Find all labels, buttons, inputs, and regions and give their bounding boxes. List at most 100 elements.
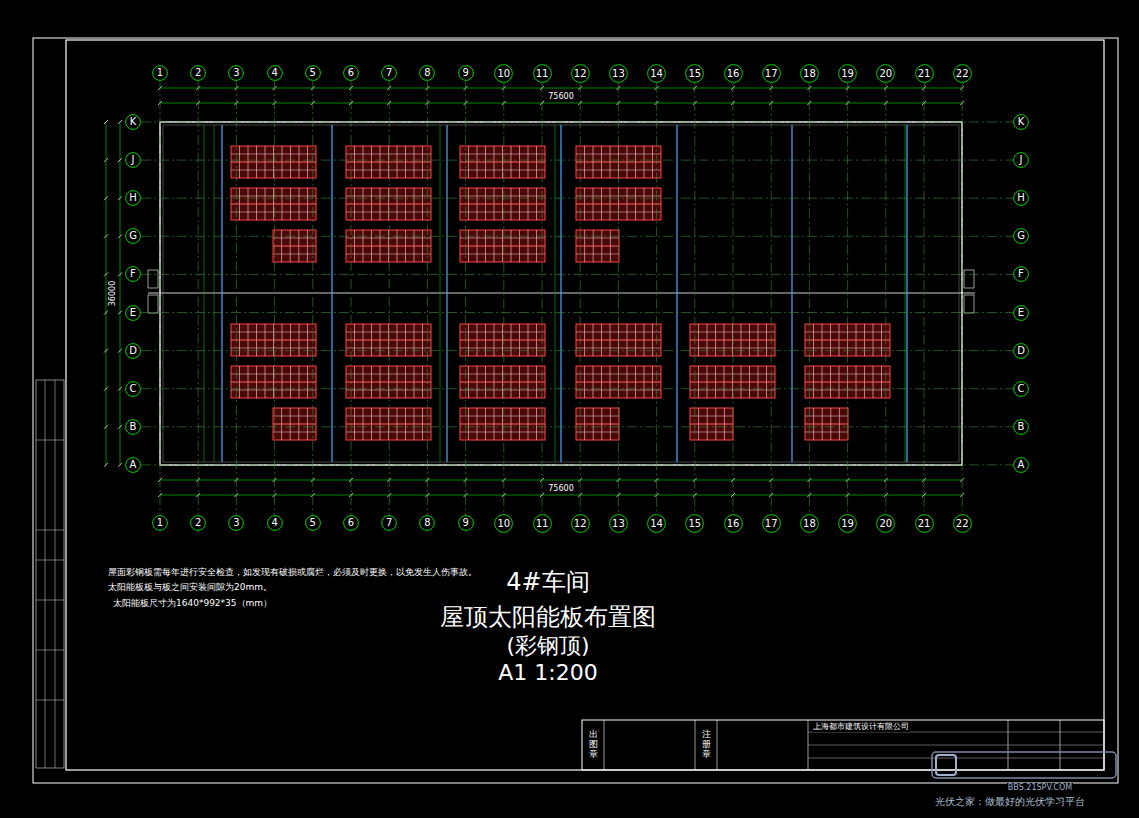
axis-line — [141, 274, 1013, 275]
panel-joint — [273, 416, 316, 417]
bubble-outline — [800, 64, 818, 82]
axis-label: 13 — [609, 64, 628, 83]
bubble-outline — [126, 305, 141, 320]
steel-beam — [446, 125, 447, 462]
purlin-line — [905, 125, 906, 462]
solar-array — [576, 408, 619, 440]
axis-label: 22 — [953, 514, 972, 533]
panel-joint — [346, 212, 431, 213]
dimension-tick — [118, 234, 122, 238]
dimension-tick — [118, 120, 122, 124]
array-outline — [346, 324, 431, 356]
axis-bubble: 13 — [609, 64, 628, 83]
dimension-tick — [118, 349, 122, 353]
panel-joint — [460, 332, 545, 333]
axis-bubble: 16 — [724, 514, 743, 533]
bubble-outline — [1014, 343, 1029, 358]
solar-array — [273, 408, 316, 440]
panel-joint — [460, 348, 545, 349]
array-outline — [460, 324, 545, 356]
axis-label: B — [1013, 419, 1029, 435]
axis-bubble: 5 — [305, 515, 321, 531]
axis-label: 6 — [343, 65, 359, 81]
bubble-outline — [191, 66, 206, 81]
axis-bubble: 2 — [190, 65, 206, 81]
axis-bubble: D — [1013, 343, 1029, 359]
bubble-outline — [153, 516, 168, 531]
bubble-outline — [762, 514, 780, 532]
axis-line — [141, 388, 1013, 389]
axis-bubble: 21 — [915, 514, 934, 533]
solar-array — [231, 146, 316, 178]
bubble-outline — [915, 64, 933, 82]
panel-joint — [460, 170, 545, 171]
axis-bubble: 7 — [381, 515, 397, 531]
axis-line — [694, 83, 695, 514]
panel-joint — [231, 390, 316, 391]
panel-joint — [460, 154, 545, 155]
bubble-outline — [126, 343, 141, 358]
axis-bubble: K — [125, 114, 141, 130]
axis-label: 1 — [152, 515, 168, 531]
panel-joint — [346, 348, 431, 349]
dimension-tick — [104, 120, 108, 124]
panel-joint — [460, 424, 545, 425]
axis-label: 21 — [915, 64, 934, 83]
solar-array — [690, 324, 775, 356]
bubble-outline — [953, 64, 971, 82]
bubble-outline — [609, 514, 627, 532]
dimension-text: 75600 — [547, 484, 574, 493]
panel-joint — [690, 348, 775, 349]
panel-joint — [460, 212, 545, 213]
axis-label: 5 — [305, 65, 321, 81]
array-outline — [690, 408, 733, 440]
axis-bubble: 22 — [953, 64, 972, 83]
panel-joint — [460, 246, 545, 247]
axis-bubble: 1 — [152, 515, 168, 531]
bubble-outline — [1014, 419, 1029, 434]
axis-label: 15 — [685, 514, 704, 533]
axis-line — [924, 83, 925, 514]
title-block-line — [808, 745, 1104, 746]
axis-line — [771, 83, 772, 514]
bubble-outline — [420, 516, 435, 531]
panel-joint — [576, 432, 619, 433]
axis-bubble: 15 — [685, 64, 704, 83]
bubble-outline — [153, 66, 168, 81]
side-strip — [36, 380, 64, 768]
axis-line — [847, 83, 848, 514]
dimension-line — [160, 103, 962, 104]
bubble-outline — [344, 66, 359, 81]
bubble-outline — [1014, 305, 1029, 320]
dimension-tick — [104, 349, 108, 353]
bubble-outline — [1014, 381, 1029, 396]
panel-joint — [576, 382, 661, 383]
axis-bubble: 19 — [838, 514, 857, 533]
bubble-outline — [1014, 229, 1029, 244]
axis-bubble: 5 — [305, 65, 321, 81]
panel-joint — [273, 254, 316, 255]
axis-bubble: F — [1013, 266, 1029, 282]
bubble-outline — [229, 66, 244, 81]
axis-label: 14 — [647, 514, 666, 533]
panel-joint — [460, 204, 545, 205]
axis-label: 5 — [305, 515, 321, 531]
axis-label: D — [125, 343, 141, 359]
steel-beam — [560, 125, 561, 462]
bubble-outline — [267, 66, 282, 81]
array-outline — [231, 324, 316, 356]
axis-label: 17 — [762, 64, 781, 83]
roof-outlet — [148, 295, 158, 313]
strip-line — [36, 650, 64, 651]
panel-joint — [805, 332, 890, 333]
bubble-outline — [305, 516, 320, 531]
bubble-outline — [533, 514, 551, 532]
watermark-slogan: 光伏之家：做最好的光伏学习平台 — [934, 795, 1086, 809]
axis-line — [141, 198, 1013, 199]
axis-label: E — [1013, 305, 1029, 321]
strip-line — [36, 600, 64, 601]
solar-array — [576, 230, 619, 262]
title-block — [582, 720, 1104, 770]
